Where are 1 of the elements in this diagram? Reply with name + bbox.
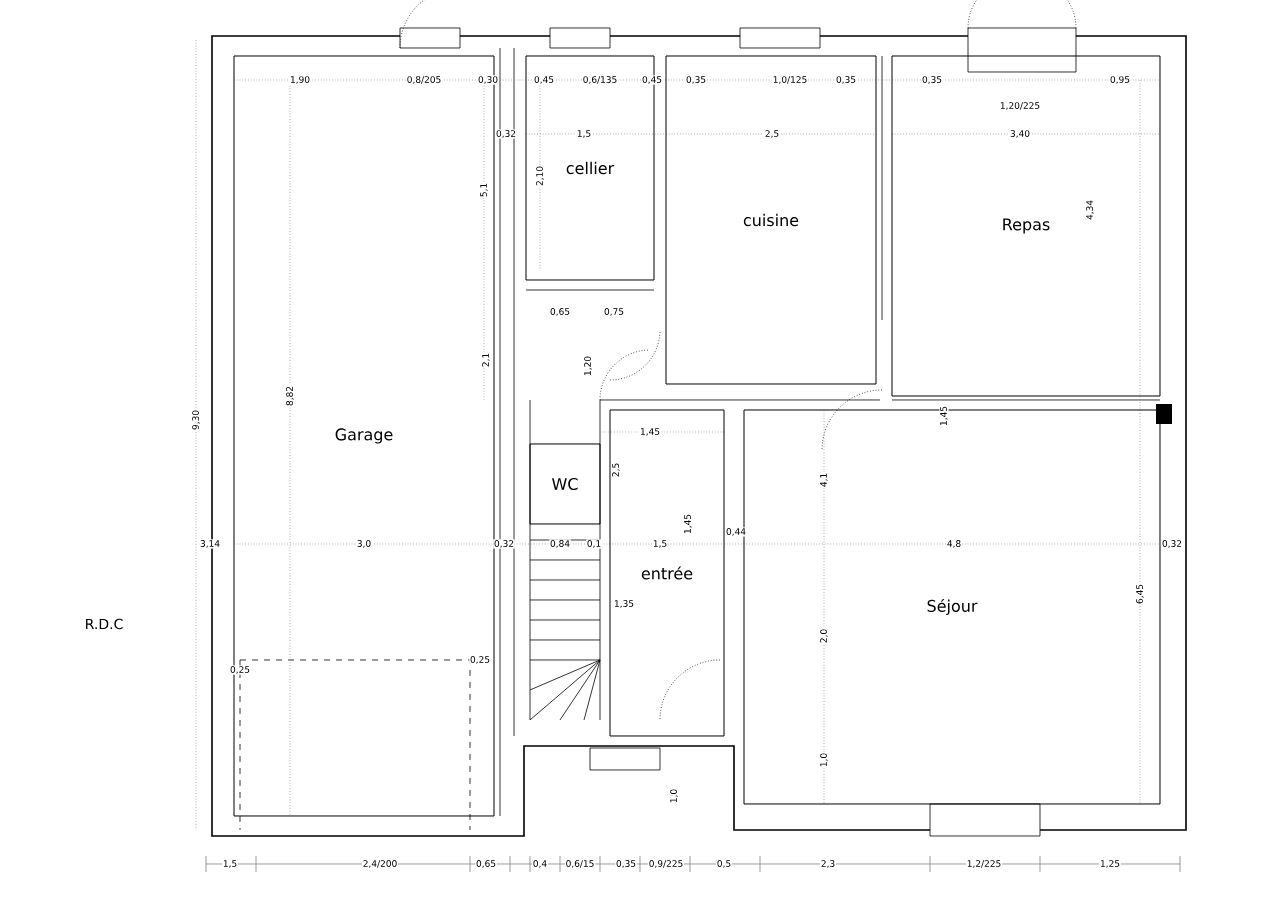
- room: WC: [529, 443, 601, 525]
